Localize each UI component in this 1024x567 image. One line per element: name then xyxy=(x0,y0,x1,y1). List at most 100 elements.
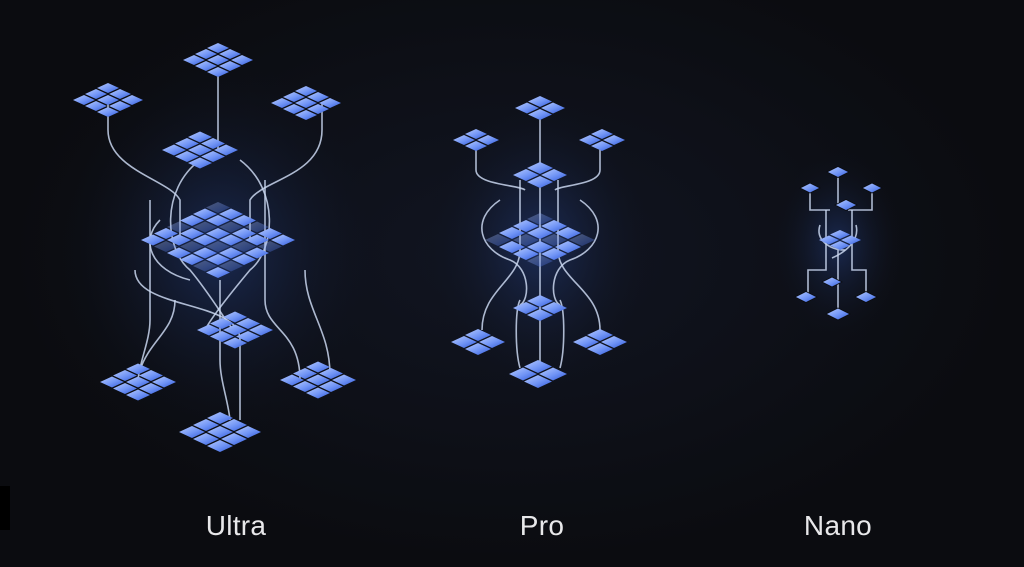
tile xyxy=(126,363,150,375)
tile xyxy=(527,176,553,188)
tile xyxy=(139,370,163,381)
tile xyxy=(293,368,317,379)
nano-wire xyxy=(809,188,830,211)
tile xyxy=(541,302,567,314)
tile xyxy=(206,228,230,239)
tile xyxy=(465,129,487,139)
tile xyxy=(306,387,330,399)
pro-wire xyxy=(552,199,599,306)
pro-wire xyxy=(559,299,565,369)
tile xyxy=(206,202,230,213)
tile xyxy=(569,234,595,246)
tile xyxy=(258,228,282,239)
pro-wire xyxy=(475,145,526,191)
tile xyxy=(207,67,229,77)
tile xyxy=(97,83,119,93)
tile xyxy=(319,368,343,379)
tile xyxy=(188,144,212,156)
tile xyxy=(167,221,191,233)
tile xyxy=(830,241,850,250)
label-nano: Nano xyxy=(803,510,873,541)
tile xyxy=(154,241,178,252)
tile xyxy=(195,49,217,59)
tile xyxy=(306,374,330,386)
tile xyxy=(527,241,553,253)
tile xyxy=(841,235,861,245)
tile xyxy=(573,336,599,348)
tile xyxy=(245,221,269,233)
tile xyxy=(601,336,627,348)
tile xyxy=(295,86,317,96)
tile xyxy=(221,433,247,445)
tile xyxy=(465,343,491,355)
pro-bottom-right-cluster xyxy=(573,329,627,355)
tile xyxy=(587,329,613,341)
tile xyxy=(121,95,143,105)
tile xyxy=(295,98,317,108)
tile xyxy=(283,92,305,102)
tile xyxy=(819,235,839,245)
tile xyxy=(73,95,95,105)
tile xyxy=(283,104,305,114)
ultra-wire xyxy=(204,159,271,331)
tile xyxy=(219,247,243,259)
ultra-wire xyxy=(249,104,323,240)
tile xyxy=(210,318,234,329)
tile xyxy=(214,144,238,156)
tile xyxy=(528,109,552,120)
nano-top-tile xyxy=(826,166,850,178)
nano-wire xyxy=(831,224,858,259)
tile xyxy=(219,49,241,59)
tile xyxy=(527,309,553,321)
tile xyxy=(513,248,539,260)
tile xyxy=(236,318,260,329)
tile xyxy=(195,61,217,71)
tile xyxy=(232,254,256,265)
tile xyxy=(830,230,850,239)
tile xyxy=(541,248,567,260)
tile xyxy=(193,260,217,272)
tile xyxy=(231,55,253,65)
ultra-wire xyxy=(304,269,331,376)
tile xyxy=(219,260,243,272)
tile xyxy=(219,234,243,246)
tile xyxy=(509,367,537,381)
tile xyxy=(193,419,219,431)
tile xyxy=(271,98,293,108)
nano-wire xyxy=(848,188,873,211)
pro-bottom-left-cluster xyxy=(451,329,505,355)
ultra-wire xyxy=(264,180,301,381)
ultra-top-right-cluster xyxy=(271,86,341,120)
tile xyxy=(197,324,221,336)
tile xyxy=(85,101,107,111)
tile xyxy=(465,141,487,151)
tile xyxy=(513,234,539,246)
tile xyxy=(451,336,477,348)
tile xyxy=(319,98,341,108)
tile xyxy=(97,107,119,117)
tile xyxy=(207,55,229,65)
tile xyxy=(332,374,356,386)
tile xyxy=(219,221,243,233)
tile xyxy=(167,234,191,246)
tile xyxy=(126,389,150,401)
pro-top-left-cluster xyxy=(453,129,499,151)
tile xyxy=(513,302,539,314)
tile xyxy=(201,138,225,149)
tile xyxy=(154,228,178,239)
pro-core-cluster xyxy=(485,213,595,267)
tile xyxy=(587,343,613,355)
ultra-bottom-left-cluster xyxy=(100,363,176,401)
tile xyxy=(513,220,539,232)
tile xyxy=(280,374,304,386)
tile xyxy=(258,241,282,252)
tile xyxy=(193,433,219,445)
tile xyxy=(223,337,247,349)
tile xyxy=(603,135,625,145)
tile xyxy=(524,360,552,373)
ultra-top-left-cluster xyxy=(73,83,143,117)
tile xyxy=(210,331,234,342)
pro-lower-cluster xyxy=(513,295,567,321)
tile xyxy=(180,215,204,226)
